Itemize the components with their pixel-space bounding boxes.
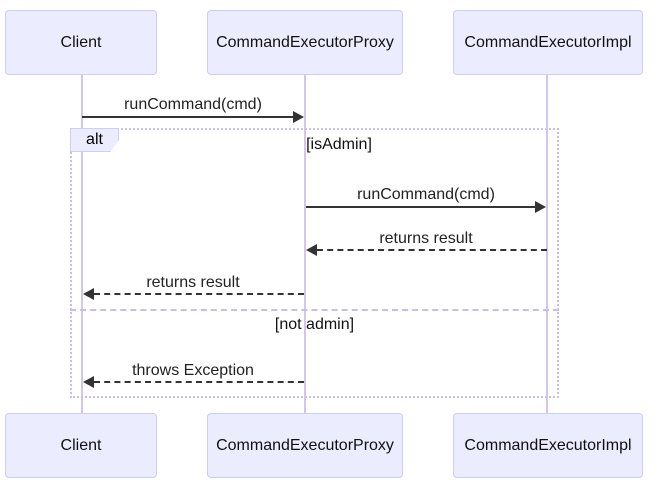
participant-label: CommandExecutorProxy xyxy=(216,436,394,454)
lifeline-client xyxy=(81,75,83,413)
participant-client-top: Client xyxy=(5,10,157,75)
participant-label: CommandExecutorImpl xyxy=(464,33,632,51)
participant-proxy-bottom: CommandExecutorProxy xyxy=(207,413,403,478)
participant-label: Client xyxy=(60,33,102,51)
message-line-returns-result-1 xyxy=(317,249,547,251)
participant-impl-top: CommandExecutorImpl xyxy=(453,10,643,75)
alt-label-text: alt xyxy=(86,131,103,148)
alt-condition-not-admin: [not admin] xyxy=(274,316,355,333)
arrowhead-left-icon xyxy=(83,288,94,300)
participant-label: CommandExecutorProxy xyxy=(216,33,394,51)
message-label-returns-result-2: returns result xyxy=(146,274,240,291)
alt-condition-isadmin: [isAdmin] xyxy=(306,136,372,153)
participant-label: CommandExecutorImpl xyxy=(464,436,632,454)
arrowhead-right-icon xyxy=(535,201,546,213)
alt-section-divider xyxy=(70,309,559,311)
arrowhead-left-icon xyxy=(306,244,317,256)
lifeline-commandexecutorimpl xyxy=(546,75,548,413)
alt-frame xyxy=(70,128,559,398)
message-line-throws-exception xyxy=(94,381,304,383)
message-label-runcommand-2: runCommand(cmd) xyxy=(357,186,495,203)
participant-impl-bottom: CommandExecutorImpl xyxy=(453,413,643,478)
message-line-returns-result-2 xyxy=(94,293,304,295)
message-line-runcommand-1 xyxy=(82,116,294,118)
message-label-runcommand-1: runCommand(cmd) xyxy=(124,96,262,113)
message-label-throws-exception: throws Exception xyxy=(132,362,254,379)
alt-frame-label: alt xyxy=(70,128,119,152)
message-line-runcommand-2 xyxy=(306,206,536,208)
arrowhead-right-icon xyxy=(293,111,304,123)
participant-label: Client xyxy=(60,436,102,454)
arrowhead-left-icon xyxy=(83,376,94,388)
lifeline-commandexecutorproxy xyxy=(304,75,306,413)
message-label-returns-result-1: returns result xyxy=(379,230,473,247)
participant-client-bottom: Client xyxy=(5,413,157,478)
participant-proxy-top: CommandExecutorProxy xyxy=(207,10,403,75)
